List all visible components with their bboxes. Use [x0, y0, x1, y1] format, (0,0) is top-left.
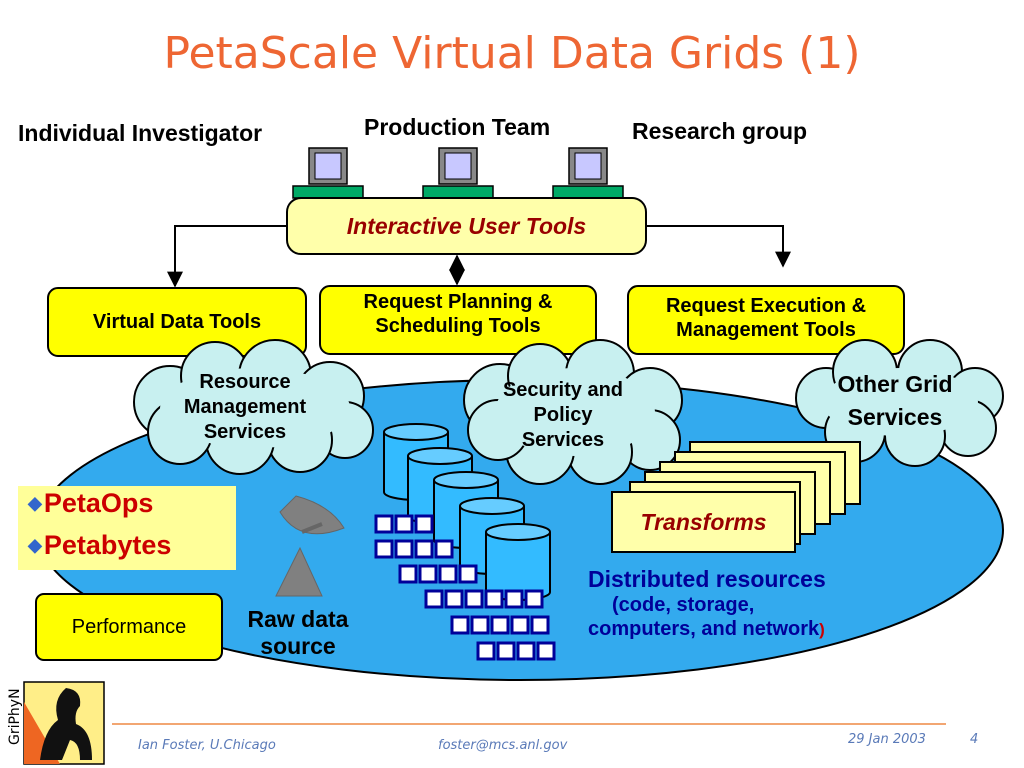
label-individual-investigator: Individual Investigator	[18, 120, 263, 146]
request-planning-label: Request Planning & Scheduling Tools	[320, 290, 596, 338]
transforms-stack	[611, 441, 861, 553]
arrow-to-virtual-data	[167, 225, 287, 288]
terminal-icon-research	[552, 147, 624, 199]
griphyn-logo-text: GriPhyN	[7, 688, 23, 745]
slide-title: PetaScale Virtual Data Grids (1)	[163, 28, 861, 79]
arrow-to-execution	[646, 225, 791, 268]
peta-box	[18, 486, 236, 570]
cloud-resource-management	[133, 339, 374, 475]
cloud-other-line1: Other Grid	[837, 371, 953, 397]
cloud-other-grid	[795, 339, 1004, 467]
performance-label: Performance	[71, 616, 187, 638]
griphyn-logo	[23, 681, 105, 765]
cloud-security-line1: Security and	[502, 379, 624, 401]
satellite-dish-icon	[275, 495, 345, 597]
transforms-label: Transforms	[640, 509, 767, 535]
petaops-item: ◆PetaOps	[28, 488, 153, 519]
cloud-security-line2: Policy	[533, 404, 593, 426]
cloud-security-label: Security and Policy Services	[478, 378, 648, 453]
distributed-resources-title: Distributed resources	[588, 566, 826, 592]
terminal-icon-individual	[292, 147, 364, 199]
distributed-resources-line3-text: computers, and network	[588, 618, 820, 640]
cloud-other-label: Other Grid Services	[810, 368, 980, 434]
request-execution-line1: Request Execution &	[665, 295, 867, 317]
cloud-resource-label: Resource Management Services	[160, 370, 330, 445]
cloud-resource-line3: Services	[203, 421, 287, 443]
request-planning-box	[319, 285, 597, 355]
footer-page-number: 4	[970, 732, 979, 747]
request-execution-line2: Management Tools	[676, 319, 856, 341]
request-planning-line1: Request Planning &	[363, 291, 553, 313]
virtual-data-tools-box	[47, 287, 307, 357]
footer-author: Ian Foster, U.Chicago	[138, 738, 276, 753]
petabytes-label: Petabytes	[43, 530, 172, 560]
performance-box	[35, 593, 223, 661]
request-planning-line2: Scheduling Tools	[375, 315, 541, 337]
cloud-security-policy	[463, 339, 683, 485]
footer-date: 29 Jan 2003	[848, 732, 926, 747]
raw-data-line1: Raw data	[247, 606, 349, 632]
virtual-data-tools-label: Virtual Data Tools	[92, 311, 262, 333]
petabytes-item: ◆Petabytes	[28, 530, 171, 561]
request-execution-label: Request Execution & Management Tools	[628, 294, 904, 342]
cloud-other-line2: Services	[847, 404, 943, 430]
label-research-group: Research group	[632, 118, 808, 144]
distributed-resources-line2: (code, storage,	[612, 594, 755, 616]
cloud-resource-line2: Management	[183, 396, 307, 418]
distributed-resources-line3: computers, and network)	[588, 618, 825, 641]
raw-data-line2: source	[260, 633, 336, 659]
raw-data-source-label: Raw data source	[230, 606, 366, 660]
interactive-tools-label: Interactive User Tools	[346, 213, 587, 239]
cloud-security-line3: Services	[521, 429, 605, 451]
distributed-resources-paren: )	[819, 620, 825, 639]
label-production-team: Production Team	[364, 114, 551, 140]
terminal-icon-production	[422, 147, 494, 199]
footer-email: foster@mcs.anl.gov	[438, 738, 568, 753]
diamond-bullet-icon: ◆	[28, 535, 42, 555]
cloud-resource-line1: Resource	[199, 371, 291, 393]
petaops-label: PetaOps	[43, 488, 154, 518]
diamond-bullet-icon: ◆	[28, 493, 42, 513]
request-execution-box	[627, 285, 905, 355]
